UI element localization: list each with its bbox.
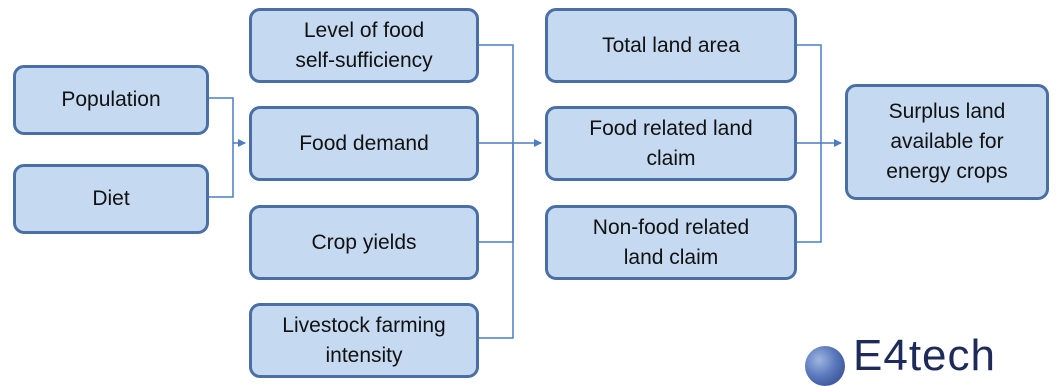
node-crop-yields: Crop yields: [249, 205, 479, 280]
e4tech-logo: E4tech: [805, 334, 996, 386]
node-nonfood-land-claim: Non-food related land claim: [545, 205, 797, 280]
connector-population: [209, 97, 234, 143]
node-livestock: Livestock farming intensity: [249, 303, 479, 378]
connector-self-sufficiency: [479, 44, 514, 143]
connector-crop-yields: [479, 143, 514, 243]
logo-text: E4tech: [853, 331, 996, 380]
connector-diet: [209, 143, 234, 198]
node-population: Population: [13, 65, 209, 135]
node-food-land-claim: Food related land claim: [545, 106, 797, 181]
connector-livestock: [479, 143, 514, 339]
connector-total-land: [797, 44, 822, 143]
node-diet: Diet: [13, 164, 209, 234]
node-self-sufficiency: Level of food self-sufficiency: [249, 8, 479, 83]
connector-lines: [209, 44, 842, 339]
node-food-demand: Food demand: [249, 106, 479, 181]
logo-globe-icon: [805, 346, 845, 386]
node-total-land: Total land area: [545, 8, 797, 83]
connector-nonfood-claim: [797, 143, 822, 243]
node-surplus-land: Surplus land available for energy crops: [845, 84, 1049, 200]
